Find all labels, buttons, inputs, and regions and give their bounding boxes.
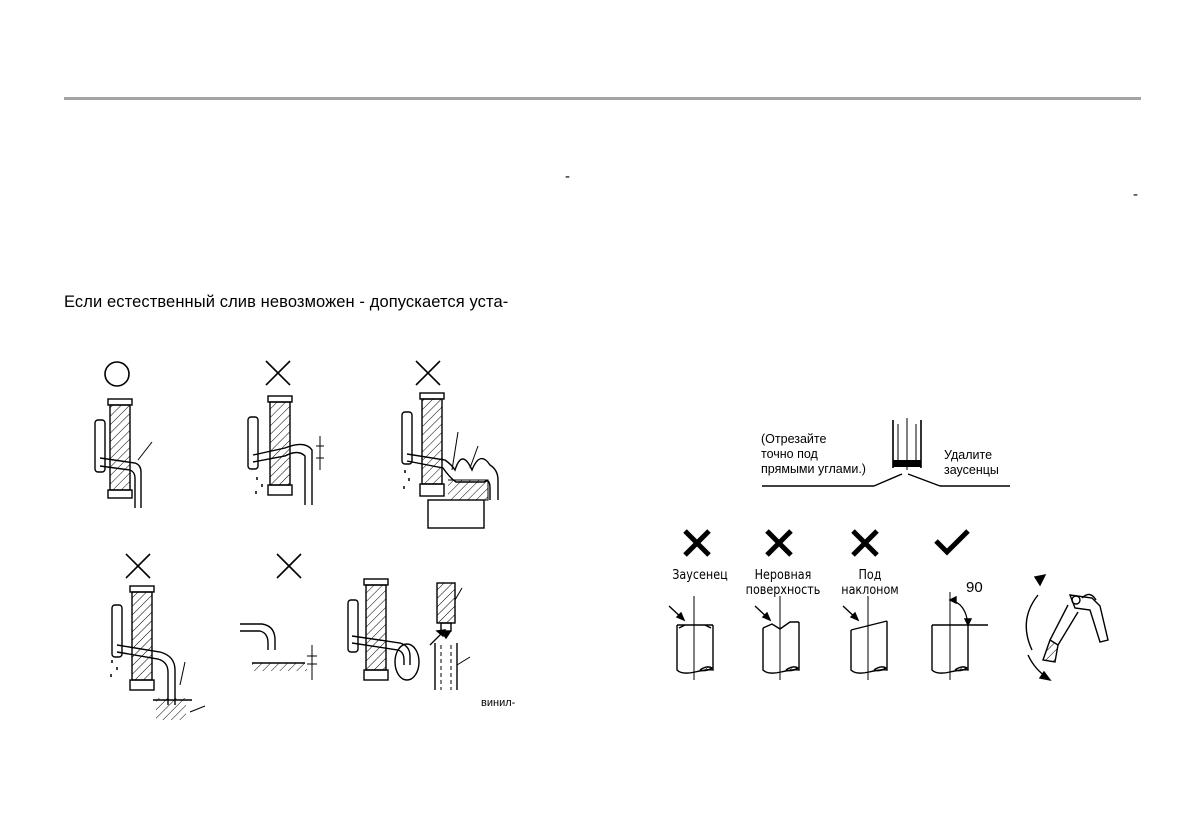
ok-circle-icon bbox=[104, 361, 130, 387]
cross-icon bbox=[276, 553, 302, 579]
cross-icon bbox=[765, 529, 793, 557]
cut-caption-left: (Отрезайте точно под прямыми углами.) bbox=[761, 432, 866, 476]
label-uneven-surface: Неровная поверхность bbox=[745, 568, 821, 598]
cross-icon bbox=[265, 360, 291, 386]
cross-icon bbox=[415, 360, 441, 386]
cross-icon bbox=[683, 529, 711, 557]
cross-icon bbox=[851, 529, 879, 557]
angle-90-label: 90 bbox=[966, 579, 983, 596]
pipe-cut-figure bbox=[762, 418, 1010, 487]
hyphen-right: - bbox=[1133, 186, 1138, 203]
label-burr: Заусенец bbox=[672, 568, 728, 583]
pipe-correct-figure bbox=[931, 592, 988, 680]
drain-bad-figure-2 bbox=[401, 360, 499, 529]
drain-paragraph: Если естественный слив невозможен - допу… bbox=[64, 293, 509, 311]
cross-icon bbox=[125, 553, 151, 579]
drain-bad-figure-1 bbox=[247, 360, 324, 505]
hyphen-left: - bbox=[565, 168, 570, 185]
pipe-uneven-figure bbox=[754, 596, 800, 680]
vinyl-label: винил- bbox=[481, 697, 516, 709]
drain-ok-figure bbox=[94, 361, 153, 508]
deburring-tool-figure bbox=[1025, 574, 1109, 682]
pipe-slanted-figure bbox=[842, 596, 888, 680]
cut-caption-right: Удалите заусенцы bbox=[944, 448, 999, 477]
pipe-burr-figure bbox=[668, 596, 714, 680]
check-icon bbox=[934, 529, 970, 556]
drain-bad-figure-3 bbox=[110, 553, 206, 720]
drain-bad-figure-4 bbox=[240, 553, 317, 680]
header-rule bbox=[64, 97, 1141, 100]
drain-extension-figure bbox=[347, 578, 471, 690]
label-slanted: Под наклоном bbox=[841, 568, 899, 598]
